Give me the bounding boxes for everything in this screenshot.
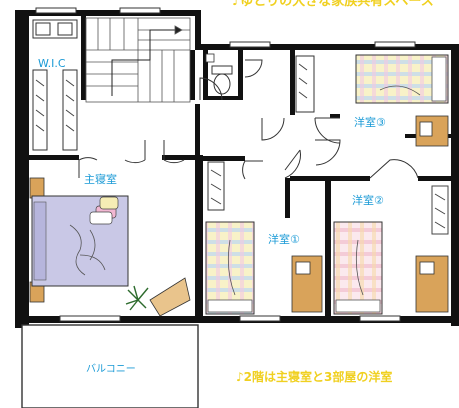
pillow-cream (99, 196, 119, 210)
western-room-3: 洋室③ (295, 54, 449, 235)
wic-area: W.I.C (32, 19, 78, 151)
western-room-1-label: 洋室① (268, 232, 300, 246)
header-text: ♪ゆとりの大きな家族共有スペース (232, 0, 434, 9)
wic-label: W.I.C (38, 57, 66, 70)
balcony-label: バルコニー (86, 363, 136, 375)
master-bedroom: 主寝室 (29, 172, 191, 317)
windows (35, 7, 416, 322)
toilet-icon (213, 73, 231, 95)
bed-2 (333, 221, 383, 315)
plant-icon (125, 285, 149, 311)
nightstand-top (29, 177, 45, 199)
balcony: バルコニー (21, 324, 199, 408)
western-room-1: 洋室① (205, 161, 323, 315)
western-room-2-label: 洋室② (352, 193, 384, 207)
door-swings (78, 59, 419, 180)
dresser (149, 277, 191, 317)
bed-1 (205, 221, 255, 315)
staircase (85, 17, 191, 103)
western-room-2: 洋室② (333, 193, 449, 315)
western-room-3-label: 洋室③ (354, 115, 386, 129)
master-bedroom-label: 主寝室 (84, 172, 117, 186)
toilet (205, 53, 233, 95)
caption: ♪2階は主寝室と3部屋の洋室 (236, 369, 392, 384)
walls (15, 10, 459, 328)
